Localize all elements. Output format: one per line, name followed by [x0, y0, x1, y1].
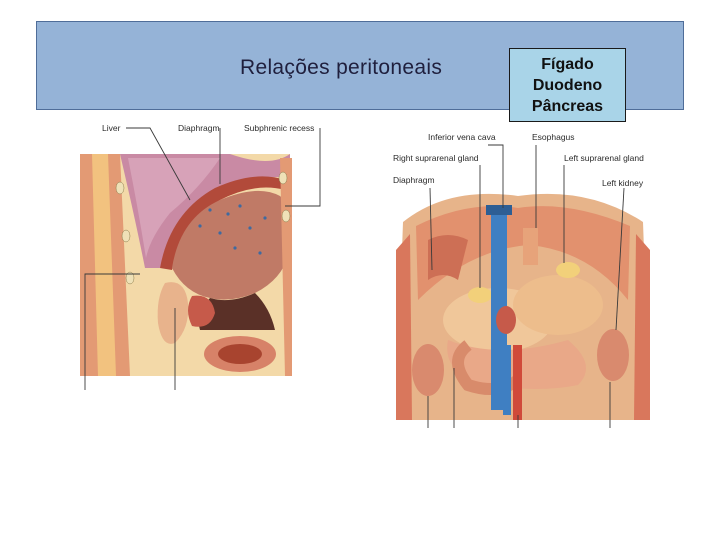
- posterior-abdominal-wall-illustration: Inferior vena cava Esophagus Right supra…: [393, 132, 650, 428]
- topic-pancreas: Pâncreas: [531, 97, 604, 115]
- label-left-suprarenal-gland: Left suprarenal gland: [564, 153, 644, 163]
- label-left-kidney: Left kidney: [602, 178, 644, 188]
- label-diaphragm-left: Diaphragm: [178, 123, 220, 133]
- slide-title: Relações peritoneais: [240, 56, 443, 79]
- topic-box: Fígado Duodeno Pâncreas: [509, 48, 626, 122]
- label-liver: Liver: [102, 123, 121, 133]
- label-diaphragm-right: Diaphragm: [393, 175, 435, 185]
- label-right-suprarenal-gland: Right suprarenal gland: [393, 153, 479, 163]
- label-subphrenic-recess: Subphrenic recess: [244, 123, 314, 133]
- label-esophagus: Esophagus: [532, 132, 575, 142]
- topic-liver: Fígado: [541, 55, 594, 73]
- sagittal-section-illustration: Liver Diaphragm Subphrenic recess: [80, 123, 321, 390]
- topic-duodenum: Duodeno: [532, 76, 603, 94]
- label-inferior-vena-cava: Inferior vena cava: [428, 132, 496, 142]
